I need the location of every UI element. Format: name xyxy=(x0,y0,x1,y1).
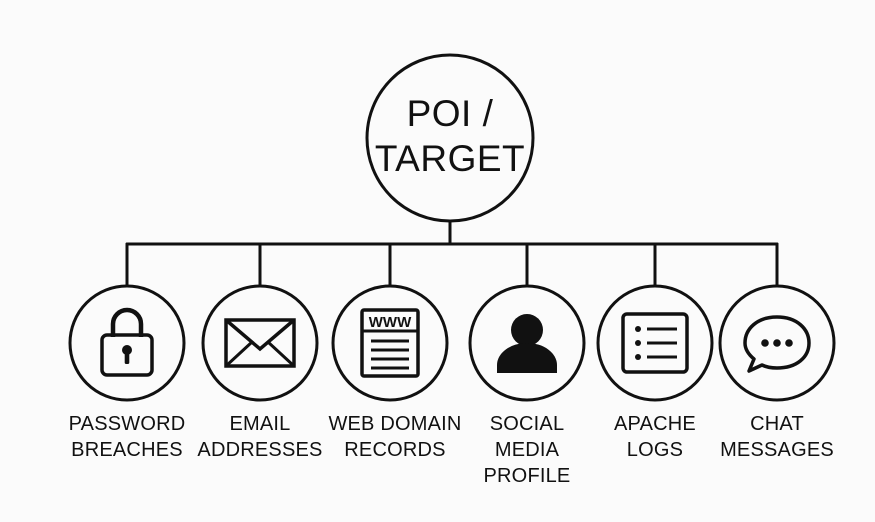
label-line: WEB DOMAIN xyxy=(328,413,462,435)
root-node-circle xyxy=(365,53,535,223)
label-line: SOCIAL xyxy=(489,413,565,435)
child-node-circle-1 xyxy=(68,284,186,402)
list-icon xyxy=(621,312,689,374)
child-node-circle-3 xyxy=(331,284,449,402)
label-line: PROFILE xyxy=(483,465,571,487)
label-line: CHAT xyxy=(750,413,804,435)
webpage-icon: WWW xyxy=(360,308,420,378)
label-line: RECORDS xyxy=(344,439,446,461)
www-text: WWW xyxy=(369,314,412,331)
child-label-chat-messages: CHAT MESSAGES xyxy=(702,411,852,463)
envelope-icon xyxy=(224,318,296,368)
child-node-circle-2 xyxy=(201,284,319,402)
label-line: APACHE xyxy=(614,413,696,435)
chat-bubble-icon xyxy=(743,315,811,373)
label-line: ADDRESSES xyxy=(197,439,323,461)
child-label-email-addresses: EMAIL ADDRESSES xyxy=(185,411,335,463)
lock-icon xyxy=(100,307,154,377)
label-line: PASSWORD xyxy=(68,413,186,435)
root-label-line-1: POI / xyxy=(406,93,494,134)
child-label-password-breaches: PASSWORD BREACHES xyxy=(52,411,202,463)
child-label-social-media-profile: SOCIAL MEDIA PROFILE xyxy=(452,411,602,489)
label-line: LOGS xyxy=(626,439,684,461)
label-line: EMAIL xyxy=(229,413,291,435)
child-label-apache-logs: APACHE LOGS xyxy=(580,411,730,463)
child-label-web-domain-records: WEB DOMAIN RECORDS xyxy=(320,411,470,463)
connector-lines xyxy=(125,219,779,288)
label-line: BREACHES xyxy=(71,439,183,461)
person-icon xyxy=(497,314,557,373)
label-line: MESSAGES xyxy=(720,439,834,461)
root-label-line-2: TARGET xyxy=(374,138,526,179)
root-node-label: POI / TARGET xyxy=(362,88,538,184)
label-line: MEDIA xyxy=(494,439,560,461)
